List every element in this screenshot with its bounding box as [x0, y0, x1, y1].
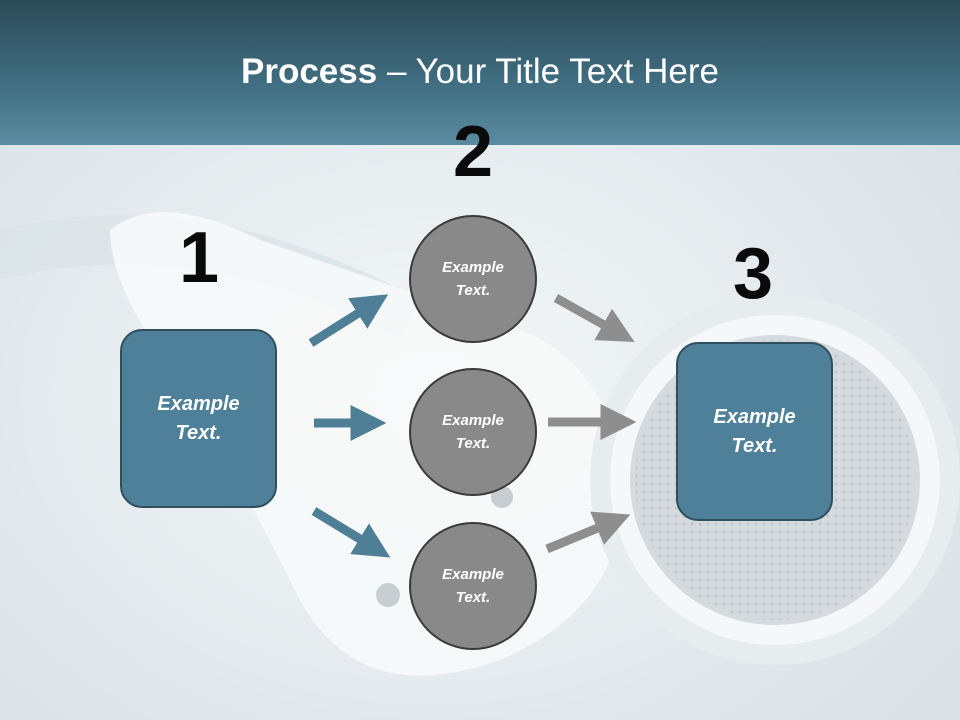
step3-box: Example Text.	[676, 342, 833, 521]
title-rest: – Your Title Text Here	[377, 52, 719, 91]
slide-title: Process – Your Title Text Here	[0, 52, 960, 92]
arrow-top-to-step3	[553, 294, 635, 343]
step1-box-text: Example Text.	[157, 392, 240, 444]
title-bold: Process	[241, 52, 378, 91]
step2-circle-bottom: Example Text.	[409, 522, 537, 650]
step-number-3: 3	[732, 234, 774, 314]
circle-text: Example Text.	[442, 259, 504, 299]
circle-text: Example Text.	[442, 412, 504, 452]
arrow-bottom-to-step3	[545, 511, 631, 554]
circle-text: Example Text.	[442, 566, 504, 606]
step3-box-text: Example Text.	[713, 405, 796, 457]
step2-circle-middle: Example Text.	[409, 368, 537, 496]
step1-box: Example Text.	[120, 329, 277, 508]
arrow-step1-to-top	[308, 294, 389, 347]
arrow-step1-to-bottom	[311, 507, 391, 558]
step-number-1: 1	[178, 218, 220, 298]
title-bar: Process – Your Title Text Here	[0, 0, 960, 145]
step2-circle-top: Example Text.	[409, 215, 537, 343]
step-number-2: 2	[452, 112, 494, 192]
